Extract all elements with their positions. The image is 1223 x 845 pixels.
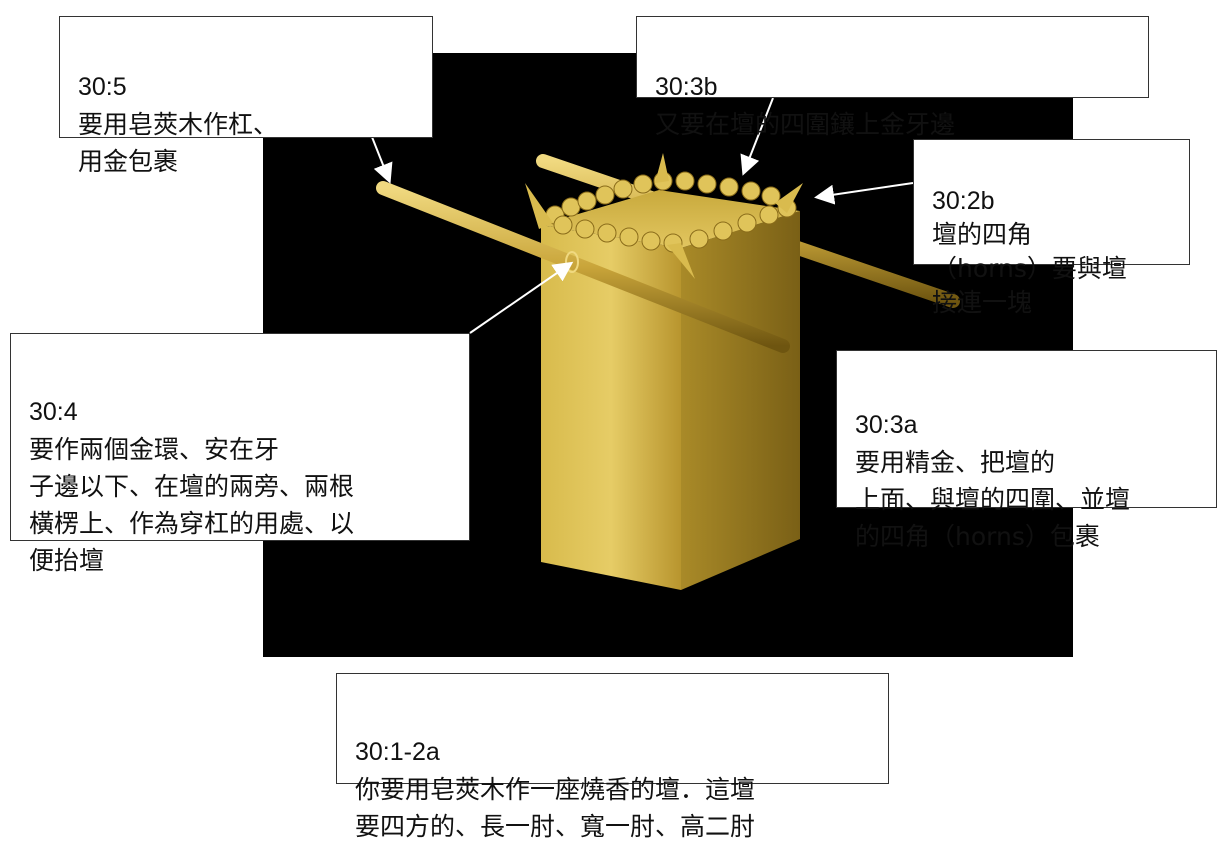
callout-30-3b: 30:3b 又要在壇的四圍鑲上金牙邊 xyxy=(636,16,1149,139)
callout-ref: 30:4 xyxy=(29,398,78,426)
callout-ref: 30:3b xyxy=(655,73,718,101)
arrow-302b xyxy=(814,182,914,205)
callout-text: 要用皂莢木作杠、 用金包裹 xyxy=(78,110,279,176)
callout-text: 又要在壇的四圍鑲上金牙邊 xyxy=(655,110,956,139)
callout-text: 壇的四角 （horns）要與壇 接連一塊 xyxy=(932,220,1127,317)
callout-30-5: 30:5 要用皂莢木作杠、 用金包裹 xyxy=(59,16,433,176)
callout-text: 要用精金、把壇的 上面、與壇的四圍、並壇 的四角（horns）包裹 xyxy=(855,448,1131,551)
callout-arrows xyxy=(371,97,914,334)
callout-30-1-2a: 30:1-2a 你要用皂莢木作一座燒香的壇．這壇 要四方的、長一肘、寬一肘、高二… xyxy=(336,673,889,841)
callout-text: 要作兩個金環、安在牙 子邊以下、在壇的兩旁、兩根 橫楞上、作為穿杠的用處、以 便… xyxy=(29,435,355,575)
callout-30-4: 30:4 要作兩個金環、安在牙 子邊以下、在壇的兩旁、兩根 橫楞上、作為穿杠的用… xyxy=(10,333,470,575)
callout-ref: 30:3a xyxy=(855,411,918,439)
altar-horns xyxy=(525,153,803,279)
arrow-305 xyxy=(371,136,393,184)
callout-text: 你要用皂莢木作一座燒香的壇．這壇 要四方的、長一肘、寬一肘、高二肘 xyxy=(355,775,756,841)
callout-ref: 30:5 xyxy=(78,73,127,101)
arrow-303b xyxy=(740,97,774,176)
callout-30-2b: 30:2b 壇的四角 （horns）要與壇 接連一塊 xyxy=(913,139,1190,317)
altar-body xyxy=(541,190,800,590)
callout-30-3a: 30:3a 要用精金、把壇的 上面、與壇的四圍、並壇 的四角（horns）包裹 xyxy=(836,350,1217,551)
altar-illustration xyxy=(376,153,960,590)
arrow-304 xyxy=(469,261,574,334)
callout-ref: 30:1-2a xyxy=(355,738,440,766)
callout-ref: 30:2b xyxy=(932,187,995,215)
